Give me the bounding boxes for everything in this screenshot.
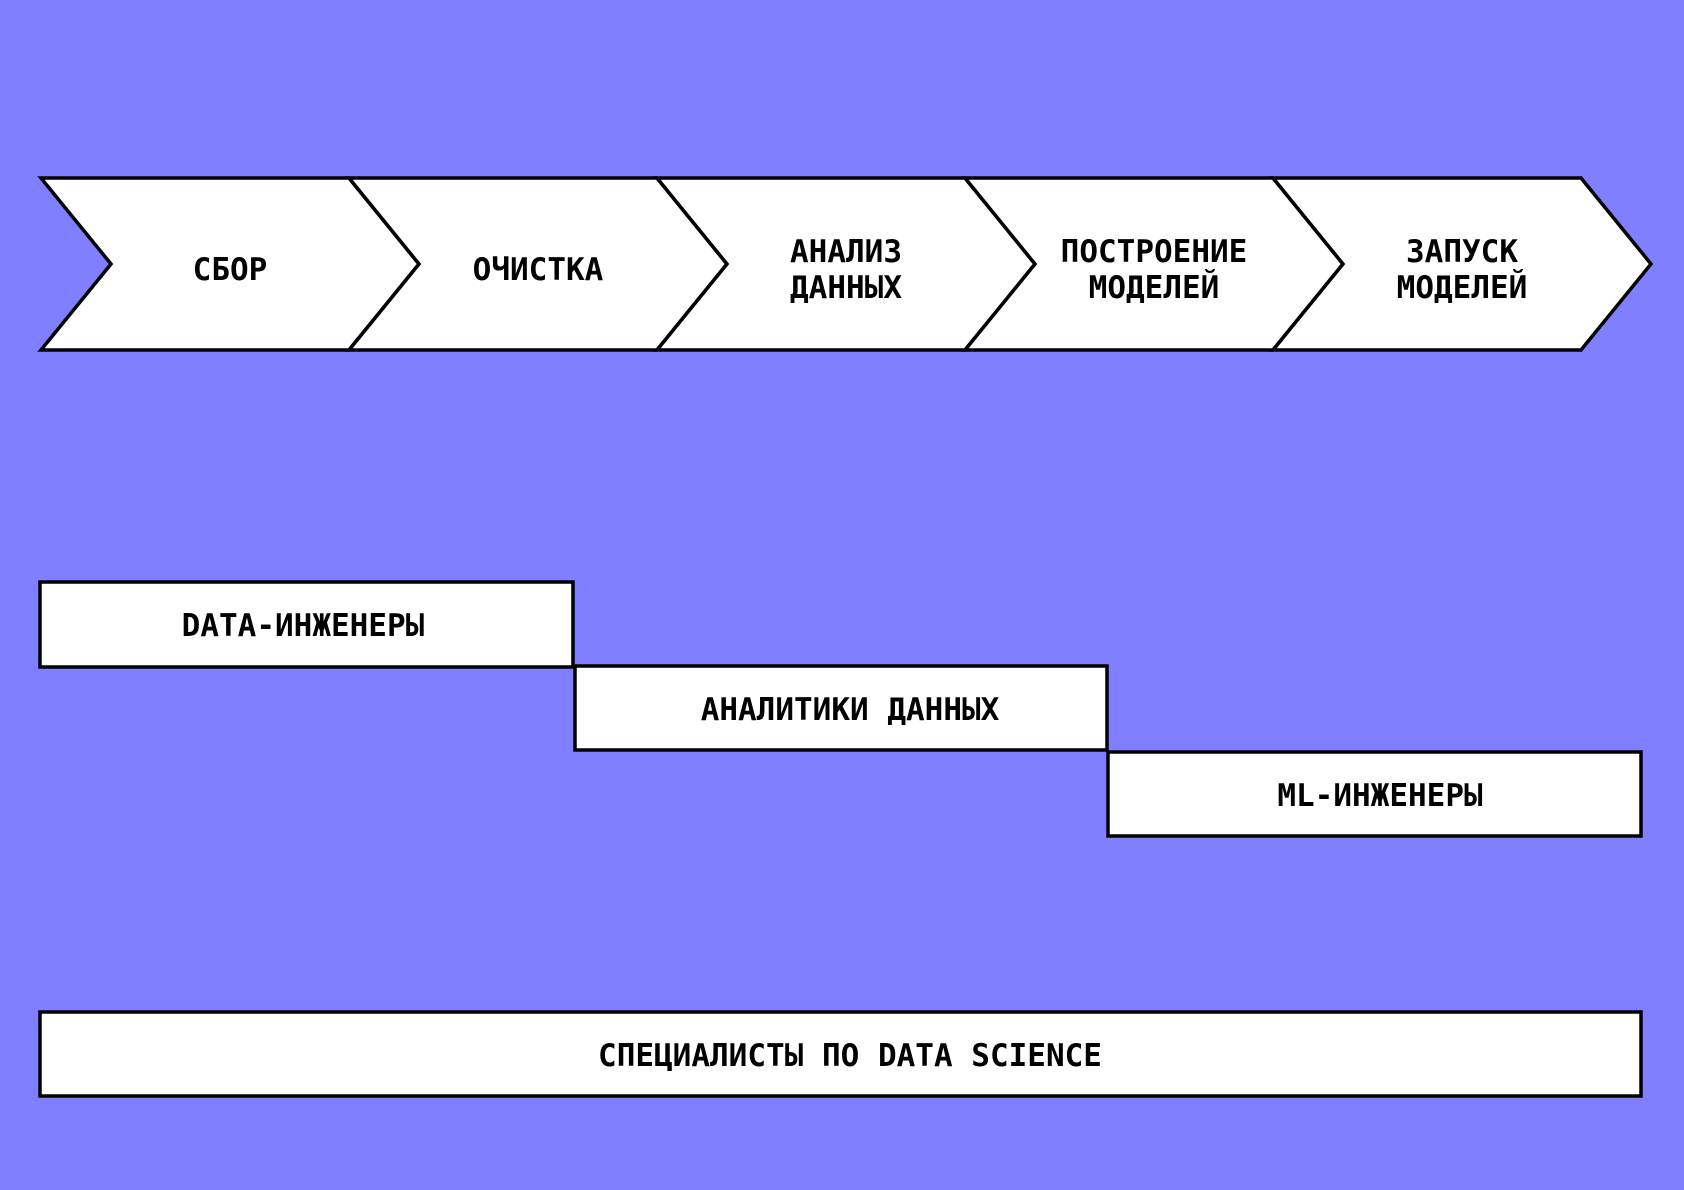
role-label-data-analysts: АНАЛИТИКИ ДАННЫХ bbox=[701, 692, 1000, 728]
role-box-data-engineers bbox=[38, 580, 575, 669]
role-label-data-engineers: DATA-ИНЖЕНЕРЫ bbox=[182, 608, 425, 644]
role-ml-engineers: ML-ИНЖЕНЕРЫ bbox=[1106, 750, 1643, 838]
role-box-ml-engineers bbox=[1106, 750, 1643, 838]
role-data-scientists: СПЕЦИАЛИСТЫ ПО DATA SCIENCE bbox=[38, 1010, 1643, 1098]
stage-label: ДАННЫХ bbox=[790, 270, 902, 306]
stage-label: ЗАПУСК bbox=[1406, 234, 1518, 270]
stage-label: МОДЕЛЕЙ bbox=[1089, 270, 1220, 306]
stage-label: ПОСТРОЕНИЕ bbox=[1061, 234, 1248, 270]
stage-label: СБОР bbox=[193, 252, 268, 288]
stage-chevron bbox=[1269, 176, 1654, 352]
stage-label: МОДЕЛЕЙ bbox=[1397, 270, 1528, 306]
role-label-ml-engineers: ML-ИНЖЕНЕРЫ bbox=[1277, 778, 1483, 814]
stage-label: АНАЛИЗ bbox=[790, 234, 902, 270]
role-label-data-scientists: СПЕЦИАЛИСТЫ ПО DATA SCIENCE bbox=[598, 1038, 1102, 1074]
role-box-data-analysts bbox=[573, 664, 1109, 752]
stage-label: ОЧИСТКА bbox=[473, 252, 604, 288]
role-box-data-scientists bbox=[38, 1010, 1643, 1098]
stage-clean: ОЧИСТКА bbox=[345, 176, 730, 352]
role-data-analysts: АНАЛИТИКИ ДАННЫХ bbox=[573, 664, 1109, 752]
role-data-engineers: DATA-ИНЖЕНЕРЫ bbox=[38, 580, 575, 669]
